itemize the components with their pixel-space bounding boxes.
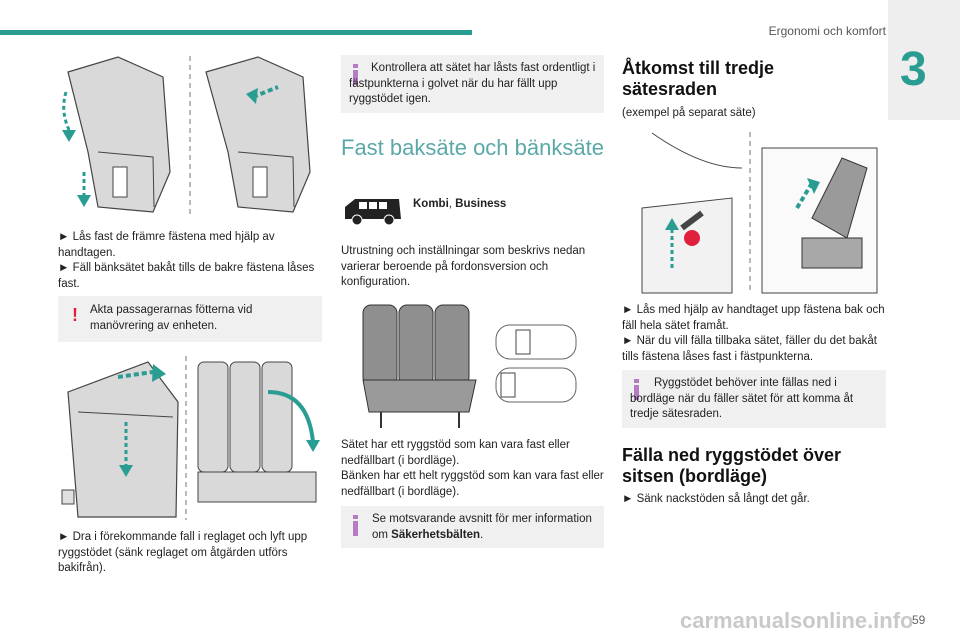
col2-para-1: Sätet har ett ryggstöd som kan vara fast… <box>341 439 570 467</box>
warning-box: ! Akta passagerarnas fötterna vid manövr… <box>58 296 322 342</box>
bench-lock-illustration <box>62 56 311 216</box>
info-box-1-text: Kontrollera att sätet har låsts fast ord… <box>349 62 596 105</box>
versions-label: Kombi, Business <box>413 198 506 210</box>
section-title-third-row: Åtkomst till tredje sätesraden <box>622 58 775 99</box>
info-box-2-text-pre: Se motsvarande avsnitt för mer informati… <box>372 513 592 541</box>
info-box-1: Kontrollera att sätet har låsts fast ord… <box>341 55 604 113</box>
info-icon <box>353 64 358 85</box>
info-icon <box>634 379 639 400</box>
chapter-tab <box>888 0 960 120</box>
version-kombi: Kombi <box>413 198 449 210</box>
backrest-lift-illustration <box>61 356 320 520</box>
col3-subtitle: (exempel på separat säte) <box>622 107 756 119</box>
info-box-2-text-post: . <box>480 528 484 541</box>
figure-backrest-lift <box>58 352 322 524</box>
page-number: 59 <box>912 613 926 627</box>
figure-bench-lock <box>58 52 322 220</box>
warning-icon: ! <box>72 305 78 325</box>
info-box-3-text: Ryggstödet behöver inte fällas ned i bor… <box>630 377 854 420</box>
bench-types-illustration <box>362 304 577 428</box>
chapter-number: 3 <box>900 43 927 96</box>
figure-seat-fold-forward <box>622 128 886 298</box>
warning-text: Akta passagerarnas fötterna vid manövrer… <box>90 304 253 332</box>
version-business: Business <box>455 198 507 210</box>
col3-step-3: ► Sänk nackstöden så långt det går. <box>622 493 810 505</box>
info-box-2: Se motsvarande avsnitt för mer informati… <box>341 506 604 548</box>
col1-step-3: ► Dra i förekommande fall i reglaget och… <box>58 531 308 574</box>
col1-step-1: ► Lås fast de främre fästena med hjälp a… <box>58 231 275 259</box>
info-icon <box>353 515 358 536</box>
info-box-2-text: Se motsvarande avsnitt för mer informati… <box>372 512 597 543</box>
van-icon <box>341 195 411 227</box>
section-title: Fast baksäte och bänksäte <box>341 135 604 160</box>
version-separator: , <box>448 198 456 210</box>
col1-step-2: ► Fäll bänksätet bakåt tills de bakre fä… <box>58 262 315 290</box>
header-accent-bar <box>0 30 472 35</box>
info-box-3: Ryggstödet behöver inte fällas ned i bor… <box>622 370 886 428</box>
col3-step-2: ► När du vill fälla tillbaka sätet, fäll… <box>622 335 877 363</box>
col3-step-1: ► Lås med hjälp av handtaget upp fästena… <box>622 304 885 332</box>
col2-para-2: Bänken har ett helt ryggstöd som kan var… <box>341 470 604 498</box>
header-title: Ergonomi och komfort <box>768 24 886 38</box>
watermark: carmanualsonline.info <box>680 608 914 633</box>
info-box-2-link-seatbelts: Säkerhetsbälten <box>391 528 481 541</box>
seat-fold-illustration <box>641 132 878 294</box>
col2-intro: Utrustning och inställningar som beskriv… <box>341 245 586 288</box>
section-title-table-mode: Fälla ned ryggstödet över sitsen (bordlä… <box>622 445 842 486</box>
figure-bench-types <box>341 300 604 434</box>
